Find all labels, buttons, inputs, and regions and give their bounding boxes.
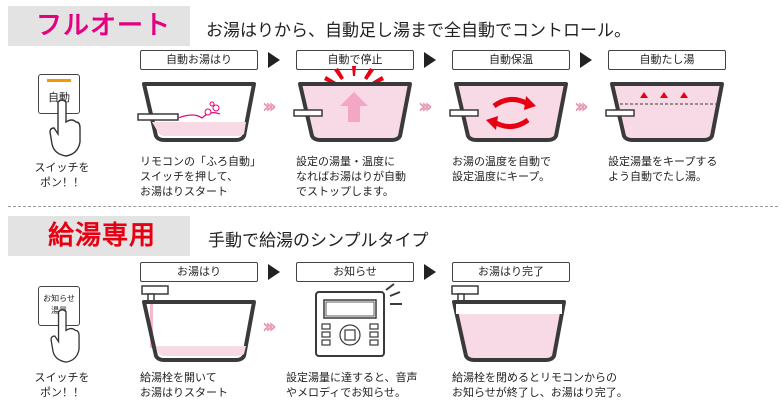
step-arrow-3 <box>580 52 592 68</box>
remote-controller-illustration <box>315 283 402 357</box>
bathtub-top-up-illustration <box>605 82 724 142</box>
full-auto-subtitle: お湯はりから、自動足し湯まで全自動でコントロール。 <box>206 21 631 41</box>
flow-chevrons-1: ››› <box>262 94 277 118</box>
desc-line: スイッチを押して、 <box>140 170 239 183</box>
desc-line: なればお湯はりが自動 <box>296 170 406 183</box>
step-desc-fill: 給湯栓を開いて お湯はりスタート <box>140 370 228 400</box>
step-label-auto-fill: 自動お湯はり <box>140 50 258 70</box>
step-label-auto-top-up: 自動たし湯 <box>608 50 726 70</box>
desc-line: 設定湯量に達すると、音声 <box>286 371 418 384</box>
kyuto-subtitle: 手動で給湯のシンプルタイプ <box>208 231 429 251</box>
desc-line: 設定の湯量・温度に <box>296 155 395 168</box>
auto-switch-button[interactable]: 自動 <box>38 74 80 114</box>
desc-line: 設定温度にキープ。 <box>452 170 551 183</box>
finger-press-icon <box>49 99 81 157</box>
step-desc-fill-complete: 給湯栓を閉めるとリモコンからの お知らせが終了し、お湯はり完了。 <box>452 370 628 400</box>
desc-line: 給湯栓を閉めるとリモコンからの <box>452 371 617 384</box>
desc-line: やメロディでお知らせ。 <box>286 386 407 399</box>
full-auto-header-band <box>8 6 190 46</box>
desc-line: お湯の温度を自動で <box>452 155 551 168</box>
section-divider <box>8 206 778 207</box>
step-label-auto-stop: 自動で停止 <box>296 50 414 70</box>
switch-caption: スイッチを ポン！！ <box>32 160 92 190</box>
full-auto-title: フルオート <box>36 11 172 41</box>
desc-line: でストップします。 <box>296 185 394 198</box>
switch2-caption-line2: ポン！！ <box>40 386 84 399</box>
desc-line: お湯はりスタート <box>140 386 228 399</box>
step-desc-auto-stop: 設定の湯量・温度に なればお湯はりが自動 でストップします。 <box>296 154 406 199</box>
bathtub-faucet-fill-illustration <box>141 285 256 362</box>
step-desc-auto-fill: リモコンの「ふろ自動」 スイッチを押して、 お湯はりスタート <box>140 154 261 199</box>
step-label-auto-keep-warm: 自動保温 <box>452 50 570 70</box>
switch-caption-line2: ポン！！ <box>40 176 84 189</box>
bathtub-stop-illustration <box>293 66 412 142</box>
finger-press-icon <box>50 309 80 363</box>
step-desc-notice: 設定湯量に達すると、音声 やメロディでお知らせ。 <box>286 370 418 400</box>
step-arrow-4 <box>268 264 280 280</box>
kyuto-header-band <box>8 216 190 256</box>
flow-chevrons-4: ››› <box>262 314 277 338</box>
step-desc-auto-keep-warm: お湯の温度を自動で 設定温度にキープ。 <box>452 154 551 184</box>
switch2-caption: スイッチを ポン！！ <box>32 370 92 400</box>
switch2-caption-line1: スイッチを <box>34 371 90 384</box>
kyuto-title: 給湯専用 <box>48 221 157 251</box>
desc-line: よう自動でたし湯。 <box>608 170 707 183</box>
desc-line: お知らせが終了し、お湯はり完了。 <box>452 386 628 399</box>
switch2-label-line1: お知らせ <box>43 294 75 303</box>
desc-line: 設定湯量をキープする <box>608 155 718 168</box>
flow-chevrons-2: ››› <box>418 94 433 118</box>
step-desc-auto-top-up: 設定湯量をキープする よう自動でたし湯。 <box>608 154 717 184</box>
step-label-fill-complete: お湯はり完了 <box>452 262 570 282</box>
step-label-notice: お知らせ <box>296 262 414 282</box>
step-arrow-5 <box>424 264 436 280</box>
switch-indicator-bar <box>47 79 71 82</box>
step-label-fill: お湯はり <box>140 262 258 282</box>
desc-line: 給湯栓を開いて <box>140 371 217 384</box>
desc-line: リモコンの「ふろ自動」 <box>140 155 261 168</box>
bathtub-filling-illustration <box>137 82 256 142</box>
switch-caption-line1: スイッチを <box>34 161 90 174</box>
step-arrow-2 <box>424 52 436 68</box>
bathtub-keep-warm-illustration <box>449 82 568 142</box>
step-arrow-1 <box>268 52 280 68</box>
flow-chevrons-3: ››› <box>574 94 589 118</box>
desc-line: お湯はりスタート <box>140 185 228 198</box>
bathtub-fill-complete-illustration <box>451 285 566 362</box>
